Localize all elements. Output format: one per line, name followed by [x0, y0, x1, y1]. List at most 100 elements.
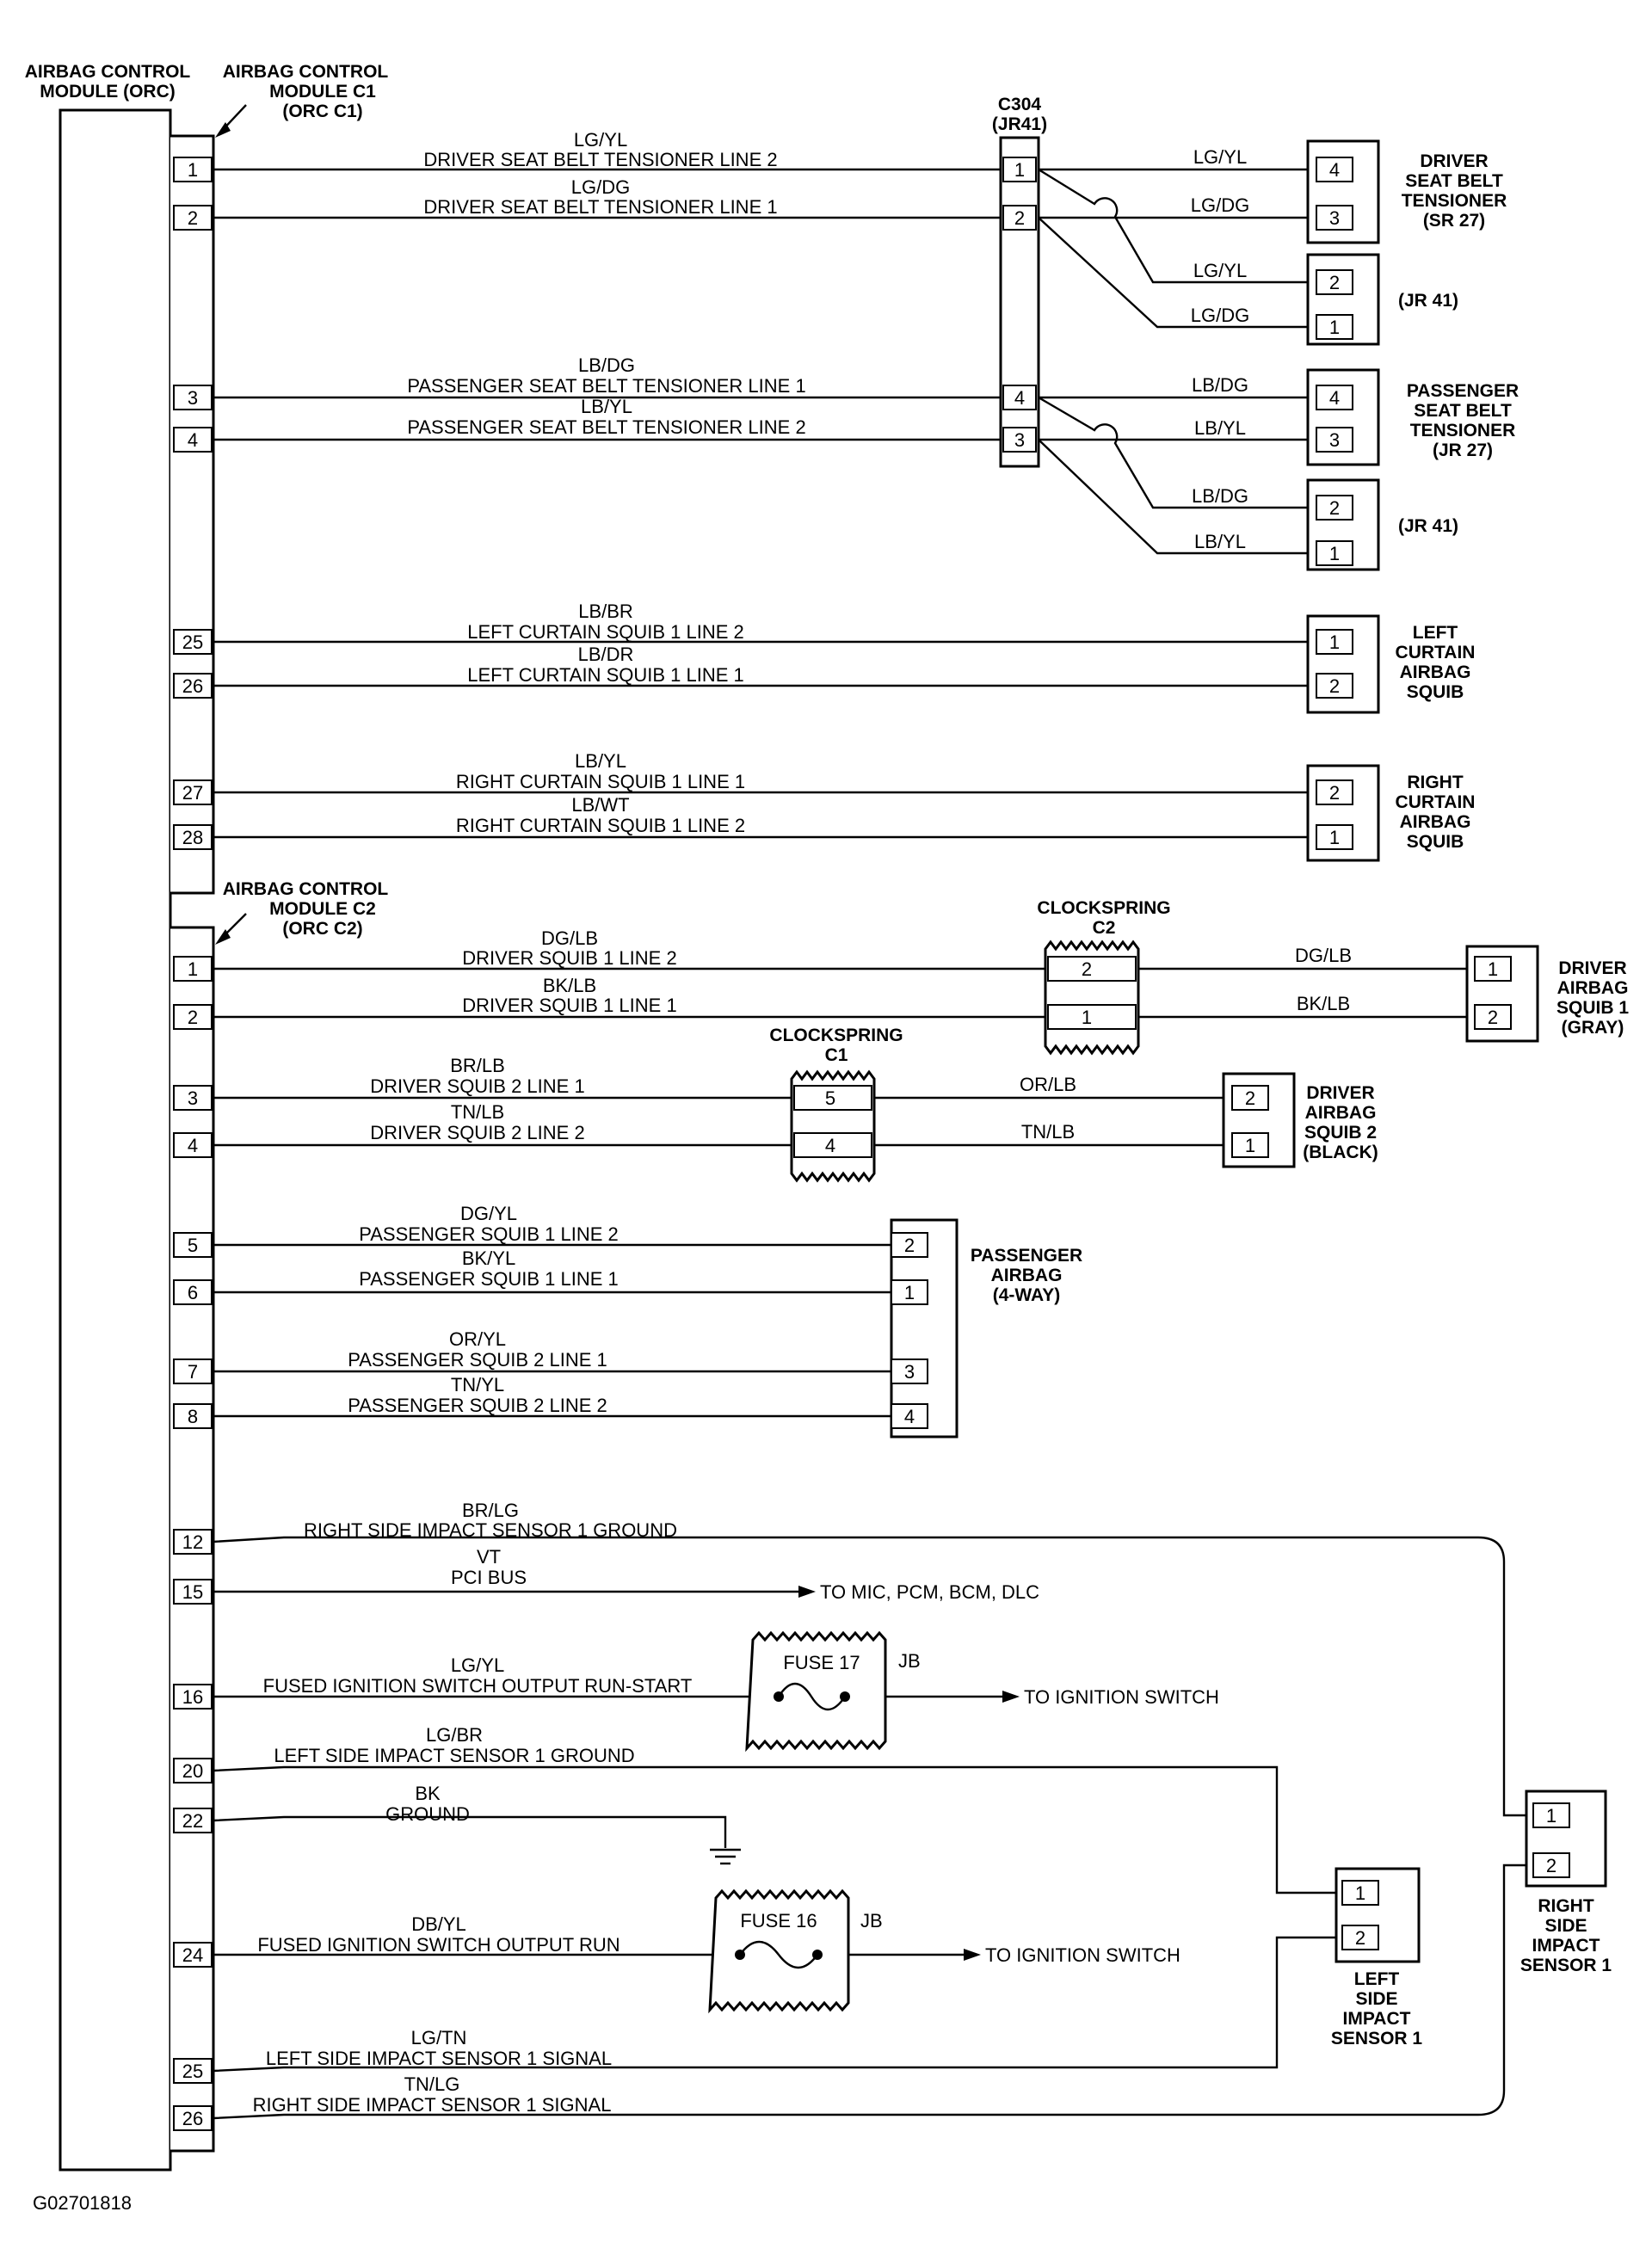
- c1-title-1: AIRBAG CONTROL: [223, 62, 389, 82]
- wire-c1-28: 28 LB/WT RIGHT CURTAIN SQUIB 1 LINE 2: [173, 794, 1316, 850]
- component-label: AIRBAG: [1400, 812, 1471, 832]
- c304-pin: 1: [1014, 159, 1025, 181]
- wire-c2-6: 6 BK/YL PASSENGER SQUIB 1 LINE 1: [173, 1248, 891, 1305]
- pin-label: 2: [188, 207, 198, 229]
- clockspring-c1: CLOCKSPRING C1 5 4: [769, 1026, 903, 1183]
- component-label: TENSIONER: [1410, 421, 1516, 440]
- wire-c1-25: 25 LB/BR LEFT CURTAIN SQUIB 1 LINE 2: [173, 601, 1316, 655]
- component-label: PASSENGER: [1407, 381, 1519, 401]
- wire-c1-27: 27 LB/YL RIGHT CURTAIN SQUIB 1 LINE 1: [173, 750, 1316, 805]
- fuse-16: FUSE 16 JB: [708, 1888, 883, 2014]
- wire-color: LB/YL: [1194, 531, 1246, 552]
- pin-label: 2: [1329, 782, 1340, 804]
- left-side-impact-sensor-1: 1 2 LEFT SIDE IMPACT SENSOR 1: [1331, 1867, 1423, 2048]
- component-label: SQUIB 1: [1556, 998, 1629, 1018]
- wire-name: DRIVER SQUIB 1 LINE 1: [462, 995, 676, 1016]
- c2-title-3: (ORC C2): [282, 919, 362, 939]
- destination-ignition-1: TO IGNITION SWITCH: [1024, 1686, 1219, 1708]
- c1-title-3: (ORC C1): [282, 102, 362, 121]
- orc-c1-connector: AIRBAG CONTROL MODULE C1 (ORC C1): [170, 62, 389, 895]
- wire-name: LEFT SIDE IMPACT SENSOR 1 GROUND: [274, 1745, 634, 1766]
- wire-c2-22: 22 BK GROUND: [173, 1783, 741, 1865]
- jr41-connector-b: 2 1 (JR 41): [1306, 478, 1458, 571]
- component-label: RIGHT: [1407, 773, 1464, 792]
- wire-color: OR/LB: [1020, 1074, 1076, 1095]
- wire-c2-16: 16 LG/YL FUSED IGNITION SWITCH OUTPUT RU…: [173, 1654, 1219, 1710]
- component-label: SEAT BELT: [1414, 401, 1512, 421]
- wire-name: PCI BUS: [451, 1567, 527, 1588]
- pin-label: 26: [182, 675, 203, 697]
- clockspring-title-2: C2: [1093, 918, 1116, 938]
- pin-label: 2: [188, 1007, 198, 1028]
- component-label: SEAT BELT: [1405, 171, 1503, 191]
- wire-color: LG/DG: [1191, 305, 1249, 326]
- wire-color: BR/LG: [462, 1500, 519, 1521]
- pin-label: 15: [182, 1581, 203, 1603]
- pin-label: 1: [1329, 827, 1340, 848]
- pin-label: 4: [188, 1135, 198, 1156]
- pin-label: 12: [182, 1531, 203, 1553]
- right-curtain-airbag-squib: 2 1 RIGHT CURTAIN AIRBAG SQUIB: [1306, 764, 1475, 862]
- pin-label: 1: [1546, 1805, 1556, 1827]
- pin-label: 3: [1329, 207, 1340, 229]
- pin-label: 1: [1329, 543, 1340, 564]
- pin-label: 1: [1082, 1007, 1092, 1028]
- pin-label: 25: [182, 2061, 203, 2082]
- wire-color: LB/DG: [1192, 485, 1248, 507]
- wire-name: RIGHT CURTAIN SQUIB 1 LINE 1: [456, 771, 745, 792]
- wire-c2-2: 2 BK/LB DRIVER SQUIB 1 LINE 1 BK/LB: [173, 975, 1475, 1030]
- wire-c1-3: 3 LB/DG PASSENGER SEAT BELT TENSIONER LI…: [173, 354, 1002, 410]
- wire-name: PASSENGER SEAT BELT TENSIONER LINE 2: [407, 416, 805, 438]
- wire-name: DRIVER SEAT BELT TENSIONER LINE 2: [423, 149, 777, 170]
- wire-color: BK/LB: [543, 975, 596, 996]
- fuse-17: FUSE 17 JB: [745, 1630, 921, 1753]
- wire-name: RIGHT SIDE IMPACT SENSOR 1 GROUND: [304, 1519, 677, 1541]
- component-label: SQUIB 2: [1304, 1123, 1377, 1143]
- component-label: (JR 27): [1433, 440, 1493, 460]
- c1-title-2: MODULE C1: [269, 82, 376, 102]
- pin-label: 1: [904, 1282, 915, 1303]
- pin-label: 6: [188, 1282, 198, 1303]
- driver-airbag-squib-1: 1 2 DRIVER AIRBAG SQUIB 1 (GRAY): [1465, 945, 1629, 1043]
- clockspring-title-1: CLOCKSPRING: [769, 1026, 903, 1045]
- wire-color: BR/LB: [450, 1055, 505, 1076]
- destination-ignition-2: TO IGNITION SWITCH: [985, 1944, 1180, 1966]
- c304-pin: 3: [1014, 429, 1025, 451]
- pin-label: 3: [188, 387, 198, 409]
- junction-block-label: JB: [860, 1910, 883, 1931]
- wire-c2-20: 20 LG/BR LEFT SIDE IMPACT SENSOR 1 GROUN…: [173, 1724, 1342, 1894]
- component-label: SIDE: [1544, 1916, 1587, 1936]
- c2-title-2: MODULE C2: [269, 899, 376, 919]
- component-label: PASSENGER: [971, 1246, 1082, 1266]
- wire-color: LG/YL: [1193, 146, 1247, 168]
- pin-label: 3: [1329, 429, 1340, 451]
- wire-c2-15: 15 VT PCI BUS TO MIC, PCM, BCM, DLC: [173, 1546, 1039, 1605]
- pin-label: 26: [182, 2108, 203, 2129]
- pin-label: 22: [182, 1810, 203, 1832]
- pin-label: 5: [188, 1235, 198, 1256]
- left-curtain-airbag-squib: 1 2 LEFT CURTAIN AIRBAG SQUIB: [1306, 614, 1476, 714]
- wire-name: GROUND: [385, 1803, 470, 1825]
- component-label: TENSIONER: [1402, 191, 1507, 211]
- component-label: SENSOR 1: [1331, 2029, 1423, 2048]
- wire-name: LEFT CURTAIN SQUIB 1 LINE 1: [467, 664, 744, 686]
- component-label: SIDE: [1355, 1989, 1397, 2009]
- pin-label: 1: [188, 958, 198, 980]
- c304-pin: 2: [1014, 207, 1025, 229]
- right-side-impact-sensor-1: 1 2 RIGHT SIDE IMPACT SENSOR 1: [1520, 1790, 1612, 1975]
- wire-name: FUSED IGNITION SWITCH OUTPUT RUN-START: [263, 1675, 693, 1697]
- component-label: CURTAIN: [1396, 643, 1476, 662]
- wire-c1-1: 1 LG/YL DRIVER SEAT BELT TENSIONER LINE …: [173, 129, 1002, 182]
- wire-color: LG/DG: [1191, 194, 1249, 216]
- wire-name: PASSENGER SQUIB 2 LINE 2: [348, 1395, 607, 1416]
- wire-c1-4: 4 LB/YL PASSENGER SEAT BELT TENSIONER LI…: [173, 396, 1002, 453]
- wire-color: LB/YL: [1194, 417, 1246, 439]
- wire-color: BK: [415, 1783, 441, 1804]
- wire-color: TN/LG: [404, 2073, 460, 2095]
- pin-label: 2: [1355, 1927, 1365, 1949]
- wire-color: LG/YL: [1193, 260, 1247, 281]
- pin-label: 24: [182, 1944, 203, 1966]
- component-label: AIRBAG: [1400, 662, 1471, 682]
- wire-name: DRIVER SQUIB 2 LINE 1: [370, 1075, 584, 1097]
- component-label: DRIVER: [1306, 1083, 1374, 1103]
